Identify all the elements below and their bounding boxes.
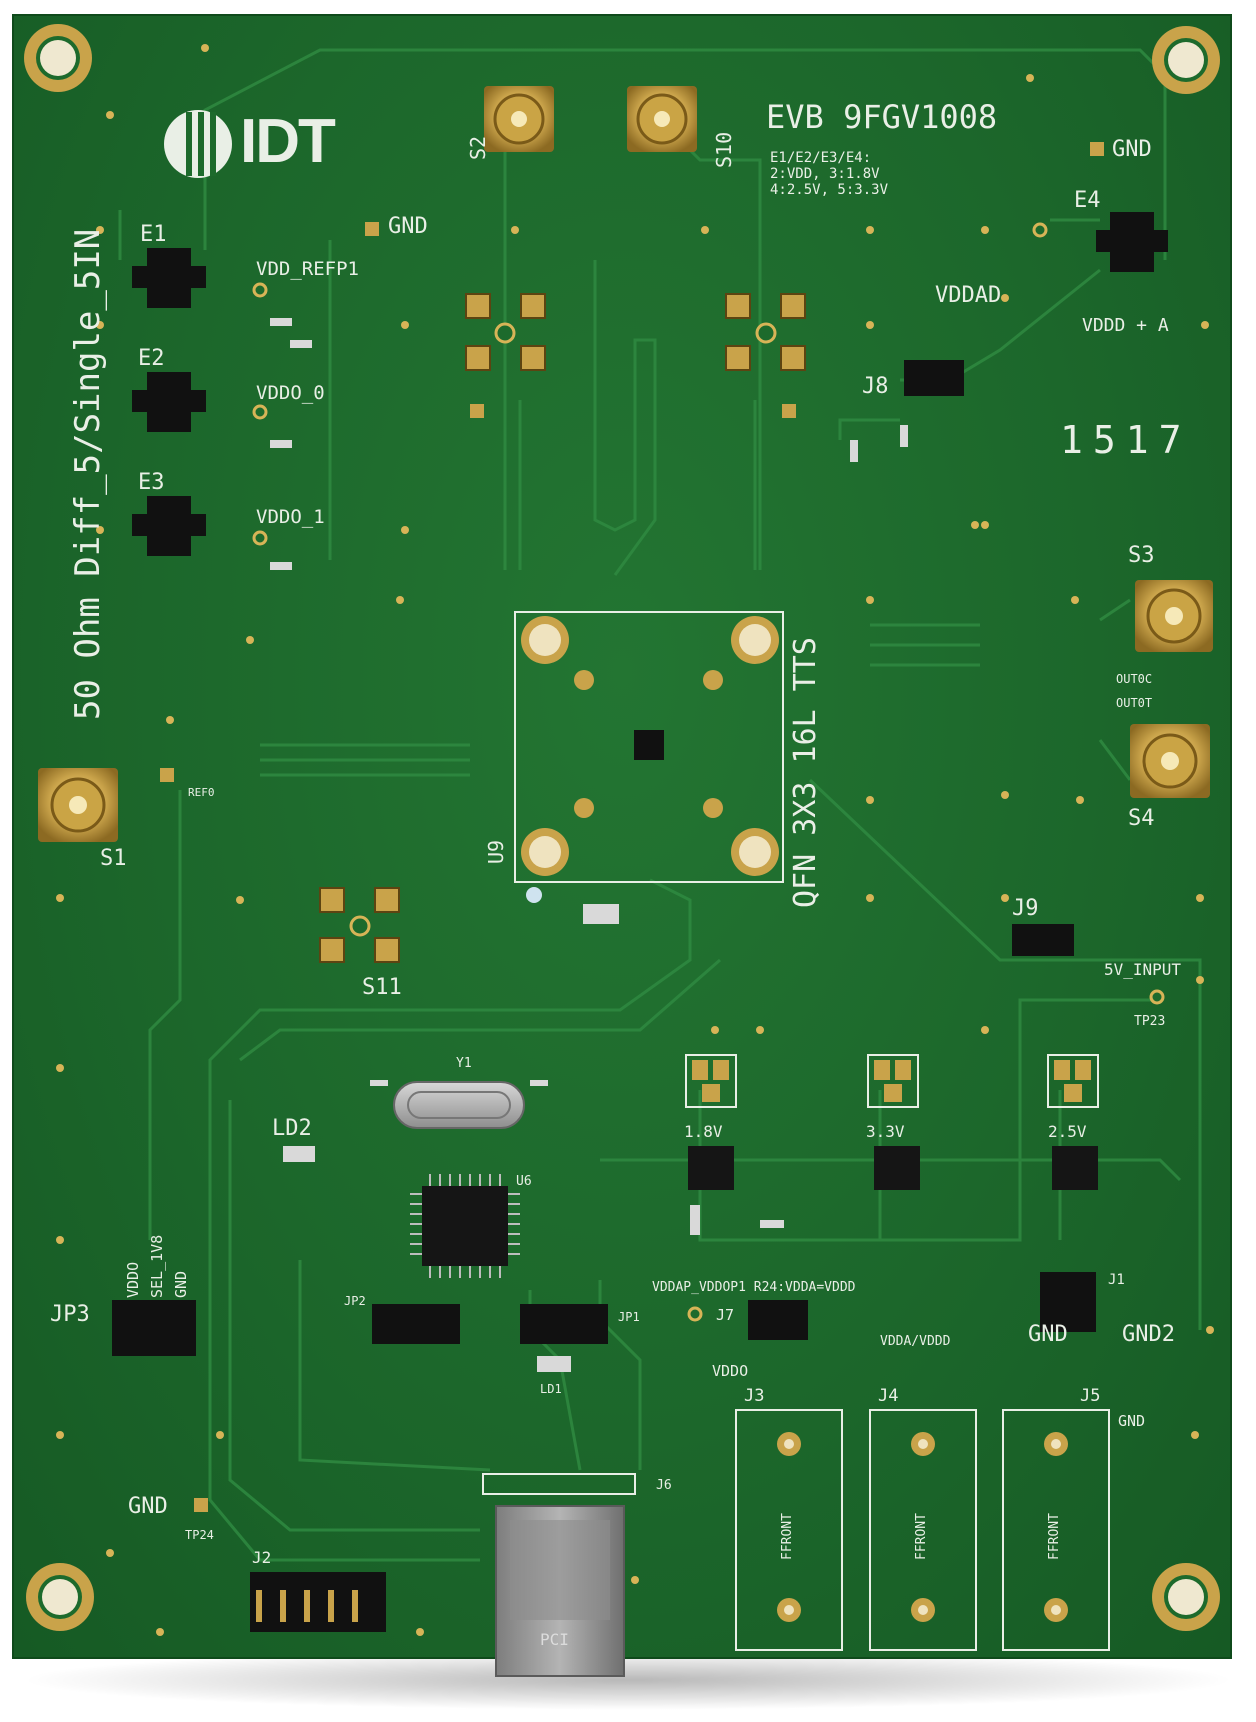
u9-outline — [514, 611, 784, 883]
u9-label: U9 — [484, 839, 508, 864]
j7-label: J7 — [716, 1306, 735, 1324]
vias — [56, 44, 1214, 1636]
notes-line3: 4:2.5V, 5:3.3V — [770, 182, 889, 198]
gnd2-label: GND2 — [1122, 1322, 1175, 1347]
vddo-0-label: VDDO_0 — [256, 382, 325, 404]
vdd-row-label: VDDAP_VDDOP1 R24:VDDA=VDDD — [652, 1280, 856, 1295]
j8-label: J8 — [862, 374, 889, 399]
date-code: 1517 — [1060, 418, 1192, 462]
s3-label: S3 — [1128, 543, 1155, 568]
vddo-j-label: VDDO — [712, 1362, 749, 1380]
j9-label: J9 — [1012, 896, 1039, 921]
ld1-label: LD1 — [540, 1382, 562, 1396]
jumpers — [112, 212, 1168, 1632]
y1-label: Y1 — [456, 1056, 472, 1071]
j4-label: J4 — [878, 1386, 899, 1406]
vddo-1-label: VDDO_1 — [256, 506, 325, 528]
board-shadow — [18, 1650, 1238, 1710]
package-text: QFN 3X3 16L TTS — [788, 637, 823, 908]
jp3-vddo-label: VDDO — [124, 1261, 142, 1298]
s4-label: S4 — [1128, 806, 1155, 831]
gnd-j5-label: GND — [1118, 1412, 1146, 1430]
out0t-label: OUT0T — [1116, 696, 1153, 710]
j4-jack-text: FFRONT — [914, 1513, 929, 1560]
reg-3v3-label: 3.3V — [866, 1122, 905, 1141]
u6-label: U6 — [516, 1174, 532, 1189]
s11-label: S11 — [362, 975, 402, 1000]
jp2-label: JP2 — [344, 1294, 366, 1308]
reg-2v5-label: 2.5V — [1048, 1122, 1087, 1141]
vddad-label: VDDAD — [935, 283, 1002, 308]
e4-label: E4 — [1074, 188, 1101, 213]
traces — [118, 48, 1202, 1562]
j3-label: J3 — [744, 1386, 765, 1406]
gnd-label-top-right: GND — [1112, 137, 1152, 162]
ld2-label: LD2 — [272, 1116, 312, 1141]
logo-text: IDT — [240, 107, 336, 176]
ref0-label: REF0 — [188, 786, 215, 799]
s1-label: S1 — [100, 846, 127, 871]
sma-connectors — [38, 86, 1213, 842]
tp23-label: TP23 — [1134, 1014, 1166, 1029]
e3-label: E3 — [138, 470, 165, 495]
s10-label: S10 — [712, 131, 736, 168]
notes-line1: E1/E2/E3/E4: — [770, 150, 872, 166]
e1-label: E1 — [140, 222, 167, 247]
vddd-a-label: VDDD + A — [1082, 315, 1169, 336]
logo-mark-icon — [164, 110, 232, 178]
mounting-holes — [24, 24, 1220, 1631]
idt-logo: IDT — [160, 104, 375, 184]
board-title: EVB 9FGV1008 — [766, 98, 998, 136]
pad-groups — [319, 293, 806, 963]
notes-line2: 2:VDD, 3:1.8V — [770, 166, 880, 182]
j1-label: J1 — [1108, 1272, 1125, 1288]
5v-input-label: 5V_INPUT — [1104, 960, 1182, 979]
j3-jack-text: FFRONT — [780, 1513, 795, 1560]
j5-jack-text: FFRONT — [1047, 1513, 1062, 1560]
pcb-board — [12, 14, 1232, 1659]
j2-label: J2 — [252, 1548, 272, 1567]
power-jacks — [735, 1409, 1110, 1651]
regulator-pads — [685, 1054, 1099, 1108]
tp24-label: TP24 — [185, 1528, 214, 1542]
side-text: 50 Ohm Diff_5/Single_5IN — [68, 228, 108, 720]
out0c-label: OUT0C — [1116, 672, 1153, 686]
regulators — [688, 1146, 1098, 1190]
gnd-near-j1-label: GND — [1028, 1322, 1068, 1347]
vdda-vddd-label: VDDA/VDDD — [880, 1334, 951, 1349]
smd-parts — [270, 318, 908, 1372]
crystal-y1 — [393, 1081, 525, 1129]
e2-label: E2 — [138, 346, 165, 371]
s2-label: S2 — [466, 135, 490, 160]
u9-holes — [521, 616, 779, 903]
jp3-gnd-label: GND — [172, 1270, 190, 1298]
u6-chip — [410, 1174, 520, 1278]
j6-label: J6 — [656, 1478, 672, 1493]
jp3-label: JP3 — [50, 1302, 90, 1327]
reg-1v8-label: 1.8V — [684, 1122, 723, 1141]
test-points — [252, 222, 1165, 1322]
jp1-label: JP1 — [618, 1310, 640, 1324]
usb-connector — [482, 1473, 636, 1677]
pci-label: PCI — [540, 1630, 569, 1649]
gnd-label-top-left: GND — [388, 214, 428, 239]
vdd-refp1-label: VDD_REFP1 — [256, 258, 359, 280]
j5-label: J5 — [1080, 1386, 1101, 1406]
gnd-label-bottom-left: GND — [128, 1494, 168, 1519]
jp3-sel-label: SEL_1V8 — [148, 1234, 166, 1298]
